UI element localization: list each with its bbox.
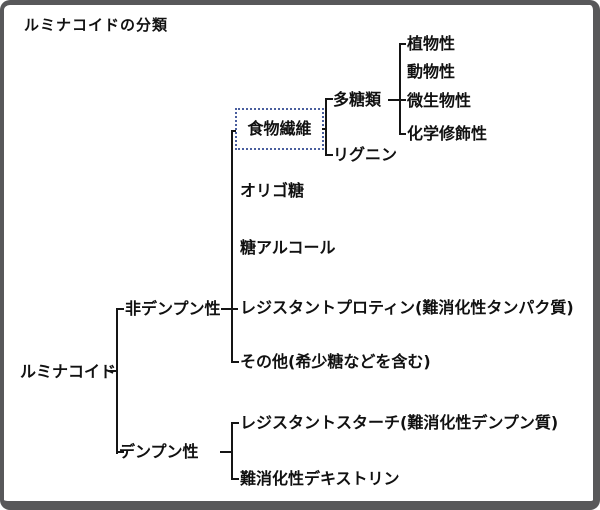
connector-level4-vline [399,43,401,135]
connector-level3-vline [325,98,327,156]
node-indigestible-dextrin: 難消化性デキストリン [240,469,400,488]
connector-tick-resistant-starch [231,422,239,424]
connector-tick-chemically-modified [399,133,406,135]
connector-tick-non-starch [116,308,124,310]
node-microbial-origin: 微生物性 [407,91,472,110]
node-oligosaccharide: オリゴ糖 [240,181,305,200]
node-sugar-alcohol: 糖アルコール [240,238,336,257]
node-resistant-protein: レジスタントプロティン(難消化性タンパク質) [240,298,574,317]
connector-tick-others [231,361,239,363]
connector-tick-lignin [325,154,333,156]
connector-non-starch-dash [221,308,238,310]
node-dietary-fiber: 食物繊維 [247,119,312,138]
node-resistant-starch: レジスタントスターチ(難消化性デンプン質) [240,413,559,432]
connector-tick-polysaccharide [325,98,333,100]
connector-level2b-vline [231,422,233,480]
node-plant-origin: 植物性 [407,34,456,53]
connector-level1-vline [116,308,118,454]
connector-tick-dietary-fiber [231,130,236,132]
diagram-title: ルミナコイドの分類 [24,16,169,34]
connector-tick-starch [116,451,124,453]
connector-tick-dextrin [231,478,239,480]
node-luminacoid: ルミナコイド [20,362,117,381]
node-starch: デンプン性 [119,442,199,461]
node-others-rare-sugars: その他(希少糖などを含む) [240,352,431,371]
connector-starch-dash [220,451,232,453]
node-lignin: リグニン [333,145,398,164]
connector-polysaccharide-dash [388,99,406,101]
connector-fiber-dash [322,128,327,130]
connector-root-dash [108,370,118,372]
node-polysaccharide: 多糖類 [333,90,382,109]
node-animal-origin: 動物性 [407,62,456,81]
node-chemically-modified: 化学修飾性 [407,124,488,143]
connector-tick-plant [399,43,406,45]
connector-level2-vline [231,130,233,363]
node-non-starch: 非デンプン性 [125,299,221,318]
dietary-fiber-highlight-box: 食物繊維 [235,108,324,150]
